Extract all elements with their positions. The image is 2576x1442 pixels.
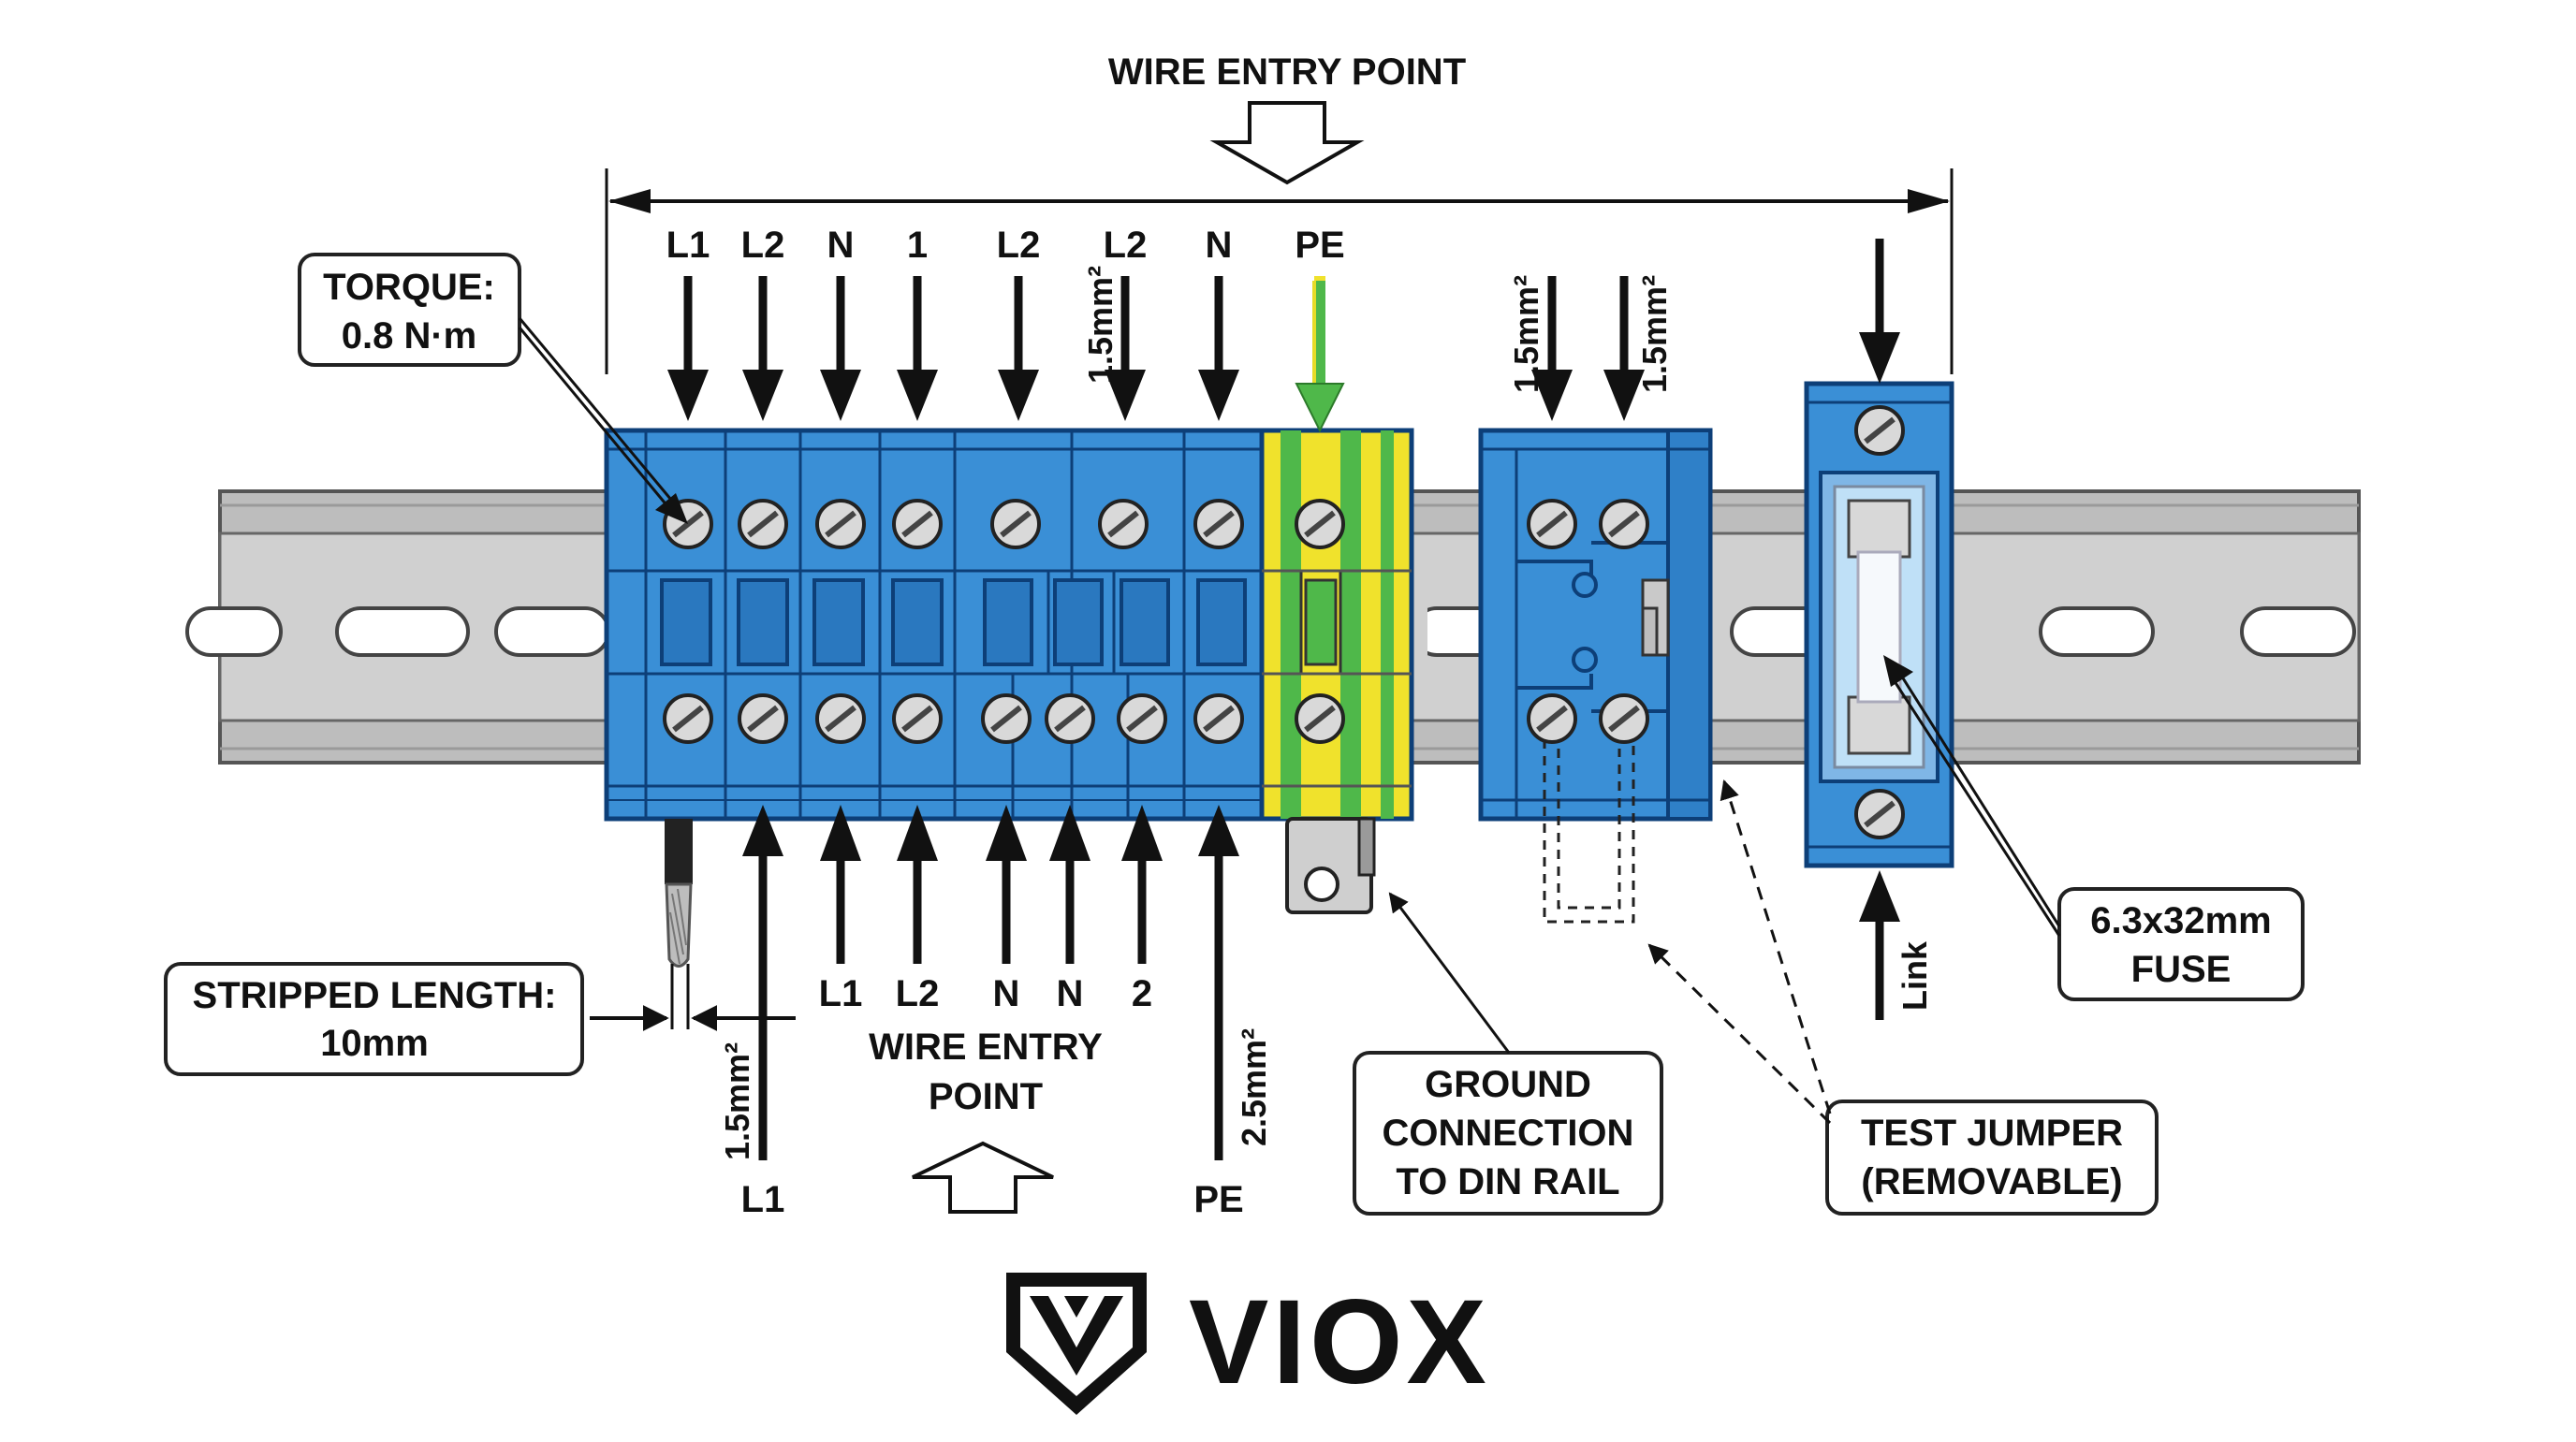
bottom-wire-label-pe: PE [1193, 1179, 1243, 1220]
arrow-bottom-fuse-link [1859, 870, 1900, 1020]
bottom-entry-label-line2: POINT [929, 1076, 1043, 1117]
viox-logo: VIOX [1006, 1273, 1490, 1415]
stripped-line1: STRIPPED LENGTH: [193, 975, 557, 1016]
bottom-wire-label-l1: L1 [741, 1179, 785, 1220]
arrow-bottom-pe [1198, 805, 1239, 1160]
rail-slot [494, 606, 610, 657]
arrow-top-1 [897, 276, 938, 421]
fuse-line1: 6.3x32mm [2090, 900, 2271, 941]
terminal-block-disconnect [1478, 428, 1713, 822]
width-dimension-line [605, 168, 1954, 374]
bottom-label-2: 2 [1132, 973, 1152, 1014]
arrow-top-n2 [1198, 276, 1239, 421]
arrow-bottom-l2 [897, 805, 938, 964]
rail-slot [185, 606, 283, 657]
top-label-n: N [827, 225, 855, 266]
top-label-l1: L1 [666, 225, 710, 266]
terminal-block-pe [1259, 428, 1414, 822]
bottom-label-n2: N [1057, 973, 1084, 1014]
top-arrows [667, 239, 1900, 433]
top-label-pe: PE [1295, 225, 1344, 266]
bottom-arrows [742, 805, 1900, 1160]
stripped-wire [590, 819, 796, 1031]
jumper-line1: TEST JUMPER [1861, 1113, 2123, 1154]
wire-size-bottom-pe: 2.5mm² [1235, 1028, 1273, 1146]
ground-line1: GROUND [1425, 1064, 1591, 1105]
bottom-label-l2: L2 [896, 973, 940, 1014]
callout-torque: TORQUE: 0.8 N·m [298, 253, 688, 524]
rail-slot [335, 606, 470, 657]
viox-wordmark: VIOX [1189, 1275, 1490, 1409]
arrow-bottom-l1b [820, 805, 861, 964]
bottom-terminal-labels: L1 L2 N N 2 [819, 973, 1152, 1014]
wire-size-disconnect-right: 1.5mm² [1635, 275, 1674, 393]
top-terminal-labels: L1 L2 N 1 L2 L2 N PE [666, 225, 1345, 266]
callout-fuse: 6.3x32mm FUSE [1883, 655, 2305, 1001]
jumper-line2: (REMOVABLE) [1861, 1161, 2122, 1202]
viox-shield-icon [1006, 1273, 1147, 1415]
arrow-bottom-2 [1121, 805, 1163, 964]
arrow-top-l2b [998, 276, 1039, 421]
callout-ground-connection: GROUND CONNECTION TO DIN RAIL [1353, 892, 1663, 1216]
ground-line3: TO DIN RAIL [1396, 1161, 1619, 1202]
arrow-top-pe [1295, 276, 1345, 433]
torque-line2: 0.8 N·m [342, 315, 477, 357]
callout-stripped-length: STRIPPED LENGTH: 10mm [164, 962, 584, 1076]
terminal-block-fuse [1804, 381, 1954, 868]
arrow-top-n [820, 276, 861, 421]
ground-clamp [1285, 817, 1376, 914]
ground-line2: CONNECTION [1383, 1113, 1634, 1154]
top-label-l2b: L2 [997, 225, 1041, 266]
top-label-l2: L2 [741, 225, 785, 266]
bottom-label-l1: L1 [819, 973, 863, 1014]
stripped-line2: 10mm [320, 1023, 429, 1064]
fuse-line2: FUSE [2131, 949, 2232, 990]
arrow-top-l2 [742, 276, 783, 421]
bottom-entry-hollow-arrow [912, 1141, 1054, 1214]
bottom-entry-label-line1: WIRE ENTRY [869, 1027, 1103, 1068]
arrow-top-l1 [667, 276, 709, 421]
bottom-label-n: N [993, 973, 1020, 1014]
link-label: Link [1895, 940, 1934, 1011]
arrow-bottom-n [986, 805, 1027, 964]
top-entry-label: WIRE ENTRY POINT [1108, 51, 1466, 93]
rail-slot [2240, 606, 2356, 657]
top-entry-hollow-arrow [1209, 101, 1365, 185]
torque-line1: TORQUE: [323, 267, 495, 308]
terminal-block-main [604, 428, 1265, 822]
top-label-1: 1 [907, 225, 928, 266]
test-jumper-dashed [1543, 739, 1635, 924]
arrow-bottom-n2 [1049, 805, 1090, 964]
wire-size-bottom-l1: 1.5mm² [718, 1042, 756, 1160]
arrow-bottom-l1 [742, 805, 783, 1160]
arrow-top-fuse [1859, 239, 1900, 384]
top-label-n2: N [1206, 225, 1233, 266]
top-label-l2c: L2 [1104, 225, 1148, 266]
wire-size-disconnect-left: 1.5mm² [1507, 275, 1545, 393]
callout-test-jumper: TEST JUMPER (REMOVABLE) [1647, 779, 2159, 1216]
rail-slot [2039, 606, 2155, 657]
wire-size-top-l2: 1.5mm² [1081, 266, 1120, 384]
